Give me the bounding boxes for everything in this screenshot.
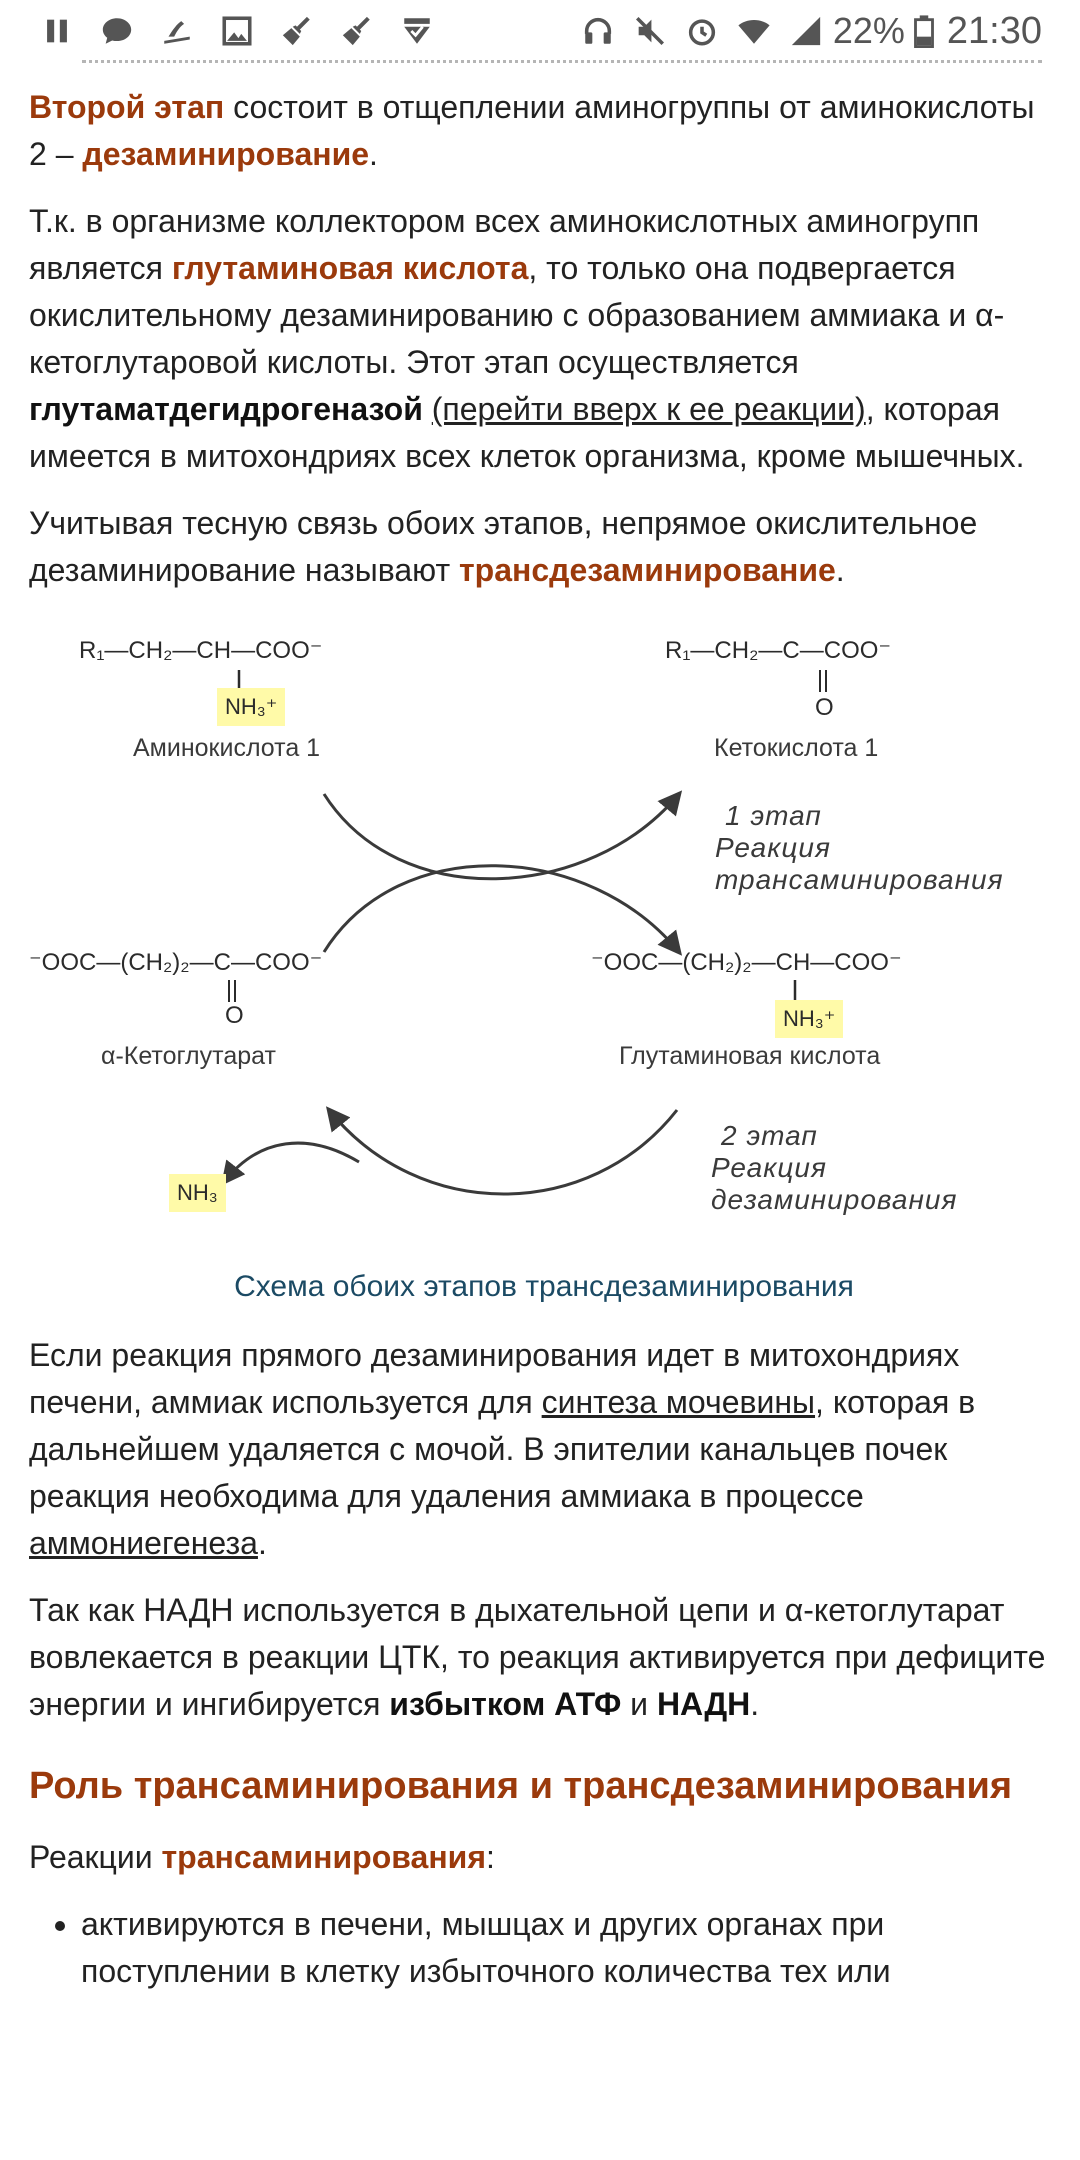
- arrow-glu-to-akg: [325, 1106, 679, 1196]
- nh3-plus-aminoacid-1: NH₃⁺: [217, 688, 286, 726]
- text: .: [257, 1525, 267, 1561]
- status-bar: 22% 21:30: [0, 0, 1080, 62]
- diagram-caption: Схема обоих этапов трансдезаминирования: [234, 1270, 854, 1303]
- stage-1-label: 1 этап Реакция трансаминирования: [715, 800, 1004, 896]
- paragraph-reactions: Реакции трансаминирования:: [29, 1834, 1059, 1881]
- battery-percent: 22%: [832, 10, 905, 51]
- text: Так как НАДН используется в дыхательной …: [29, 1592, 1046, 1722]
- text: [423, 391, 432, 427]
- label-glutamic-acid: Глутаминовая кислота: [619, 1042, 881, 1070]
- bold-excess-atp: избытком АТФ: [389, 1686, 622, 1722]
- battery-icon: [913, 14, 935, 48]
- mute-icon: [633, 14, 667, 48]
- formula-aminoacid-1: R₁—CH₂—CH—COO⁻: [79, 637, 323, 664]
- formula-glutamic-acid: ⁻OOC—(CH₂)₂—CH—COO⁻: [591, 949, 902, 976]
- bold-nadh: НАДН: [656, 1686, 751, 1722]
- ski-icon: [160, 14, 194, 48]
- text: .: [369, 136, 378, 172]
- paragraph-second-stage: Второй этап состоит в отщеплении аминогр…: [29, 84, 1059, 178]
- transdeamination-diagram: R₁—CH₂—CH—COO⁻ NH₃⁺ Аминокислота 1 R₁—CH…: [29, 622, 1059, 1252]
- stage-2-number: 2 этап: [721, 1120, 818, 1151]
- reactions-list: активируются в печени, мышцах и других о…: [29, 1901, 1059, 1995]
- text: .: [835, 552, 845, 588]
- nh3-released: NH₃: [169, 1174, 226, 1212]
- text: , которая имеется в митохондриях всех кл…: [29, 391, 1025, 474]
- paragraph-transdeamination: Учитывая тесную связь обоих этапов, непр…: [29, 500, 1059, 594]
- clock: 21:30: [946, 9, 1042, 52]
- arrow-nh3-release: [221, 1141, 360, 1186]
- text: состоит в отщеплении аминогруппы от амин…: [29, 89, 1035, 172]
- wifi-icon: [737, 14, 771, 48]
- status-bar-right: 22% 21:30: [563, 10, 1042, 53]
- label-aminoacid-1: Аминокислота 1: [133, 734, 321, 762]
- highlight-transamination: трансаминирования: [161, 1839, 486, 1875]
- stage-1-number: 1 этап: [725, 800, 822, 831]
- highlight-transdeamination: трансдезаминирование: [458, 552, 836, 588]
- text: , то только она подвергается окислительн…: [29, 250, 1005, 380]
- broom-icon: [280, 14, 314, 48]
- text: , которая в дальнейшем удаляется с мочой…: [29, 1384, 976, 1514]
- text: Если реакция прямого дезаминирования иде…: [29, 1337, 960, 1420]
- pause-icon: [40, 14, 74, 48]
- text: .: [750, 1686, 760, 1722]
- text: Реакции: [29, 1839, 162, 1875]
- image-icon: [220, 14, 254, 48]
- check-badge-icon: [400, 14, 434, 48]
- stage-2-label: 2 этап Реакция дезаминирования: [711, 1120, 957, 1216]
- highlight-glutamic-acid: глутаминовая кислота: [171, 250, 529, 286]
- text: :: [485, 1839, 495, 1875]
- stage-2-name: дезаминирования: [711, 1184, 958, 1215]
- list-item: активируются в печени, мышцах и других о…: [81, 1901, 1059, 1995]
- paragraph-urea: Если реакция прямого дезаминирования иде…: [29, 1332, 1059, 1567]
- text: Т.к. в организме коллектором всех аминок…: [29, 203, 980, 286]
- header-divider: [82, 60, 1042, 63]
- article-content: Второй этап состоит в отщеплении аминогр…: [29, 84, 1059, 1995]
- label-ketoacid-1: Кетокислота 1: [714, 734, 879, 762]
- formula-alpha-ketoglutarate: ⁻OOC—(CH₂)₂—C—COO⁻: [29, 949, 323, 976]
- paragraph-glutamate: Т.к. в организме коллектором всех аминок…: [29, 198, 1059, 480]
- alarm-icon: [685, 14, 719, 48]
- label-alpha-ketoglutarate: α-Кетоглутарат: [101, 1042, 276, 1070]
- link-urea-synthesis[interactable]: синтеза мочевины: [541, 1384, 816, 1420]
- diagram-arrows: [221, 670, 827, 1196]
- link-go-to-reaction[interactable]: (перейти вверх к ее реакции): [431, 391, 866, 427]
- status-bar-left: [40, 14, 460, 48]
- text: Учитывая тесную связь обоих этапов, непр…: [29, 505, 978, 588]
- arrow-akg-to-glu: [322, 864, 683, 956]
- broom-icon: [340, 14, 374, 48]
- stage-1-title: Реакция: [715, 832, 831, 863]
- paragraph-nadh: Так как НАДН используется в дыхательной …: [29, 1587, 1059, 1728]
- text: и: [621, 1686, 657, 1722]
- bold-glutamate-dehydrogenase: глутаматдегидрогеназой: [29, 391, 423, 427]
- oxygen-alpha-ketoglutarate: O: [225, 1002, 244, 1029]
- stage-2-title: Реакция: [711, 1152, 827, 1183]
- formula-ketoacid-1: R₁—CH₂—C—COO⁻: [665, 637, 892, 664]
- highlight-second-stage: Второй этап: [29, 89, 225, 125]
- arrow-aa1-to-keto1: [322, 790, 683, 881]
- oxygen-ketoacid-1: O: [815, 694, 834, 721]
- nh3-plus-glutamic-acid: NH₃⁺: [775, 1000, 844, 1038]
- stage-1-name: трансаминирования: [715, 864, 1004, 895]
- section-title: Роль трансаминирования и трансдезаминиро…: [29, 1765, 1013, 1807]
- chat-bubble-icon: [100, 14, 134, 48]
- link-ammoniogenesis[interactable]: аммониегенеза: [29, 1525, 258, 1561]
- headphones-icon: [581, 14, 615, 48]
- highlight-deamination: дезаминирование: [82, 136, 370, 172]
- signal-icon: [789, 14, 823, 48]
